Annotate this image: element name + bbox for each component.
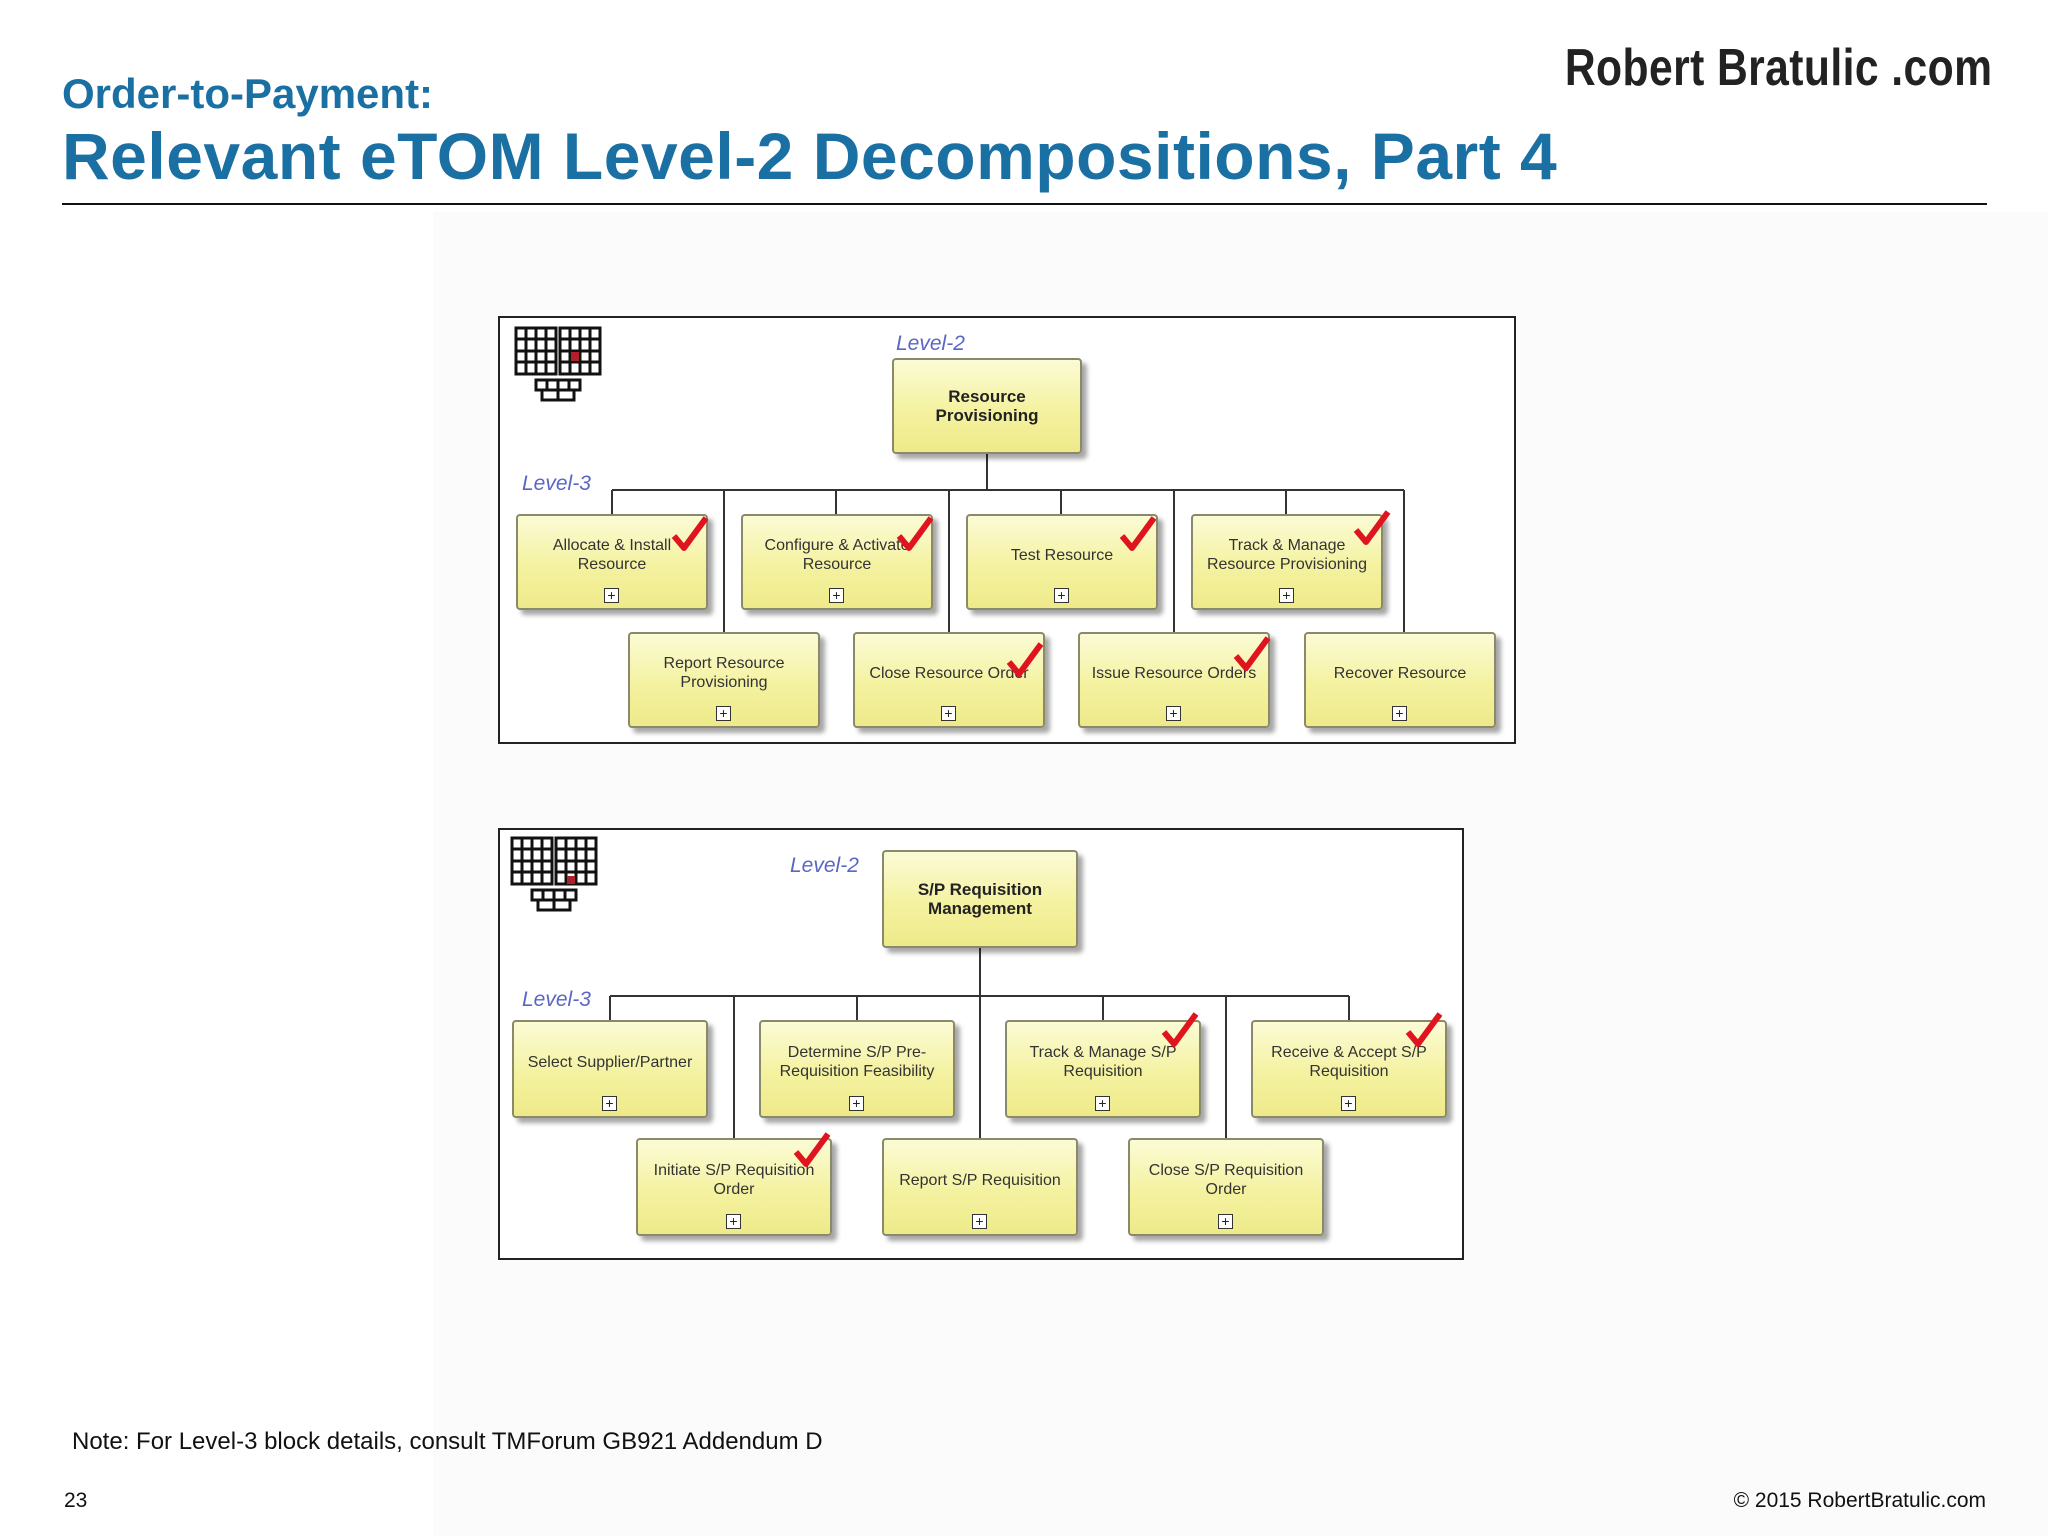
process-label: Configure & Activate Resource	[764, 537, 910, 573]
expand-icon[interactable]: +	[829, 588, 844, 603]
root-process-label: Resource Provisioning	[935, 387, 1039, 425]
process-box[interactable]: Determine S/P Pre-Requisition Feasibilit…	[759, 1020, 955, 1118]
checkmark-icon	[671, 516, 709, 551]
expand-icon[interactable]: +	[1218, 1214, 1233, 1229]
process-box[interactable]: Select Supplier/Partner +	[512, 1020, 708, 1118]
checkmark-icon	[1353, 510, 1391, 545]
root-process-box[interactable]: Resource Provisioning	[892, 358, 1082, 454]
process-label: Allocate & Install Resource	[552, 537, 672, 573]
process-label: Test Resource	[1010, 546, 1114, 564]
slide-title: Relevant eTOM Level-2 Decompositions, Pa…	[62, 119, 1558, 193]
level-3-label: Level-3	[522, 472, 591, 495]
footnote: Note: For Level-3 block details, consult…	[72, 1428, 823, 1455]
checkmark-icon	[1119, 516, 1157, 551]
process-label: Initiate S/P Requisition Order	[653, 1162, 815, 1198]
process-box[interactable]: Test Resource +	[966, 514, 1158, 610]
root-process-box[interactable]: S/P Requisition Management	[882, 850, 1078, 948]
checkmark-icon	[1233, 636, 1271, 671]
page-number: 23	[64, 1489, 88, 1512]
process-box[interactable]: Recover Resource +	[1304, 632, 1496, 728]
diagram-resource-provisioning: Level-2 Level-3 Resource Provisioning Al…	[498, 316, 1516, 744]
expand-icon[interactable]: +	[726, 1214, 741, 1229]
diagram-sp-requisition-management: Level-2 Level-3 S/P Requisition Manageme…	[498, 828, 1464, 1260]
connector-lines	[609, 948, 1350, 1138]
expand-icon[interactable]: +	[1341, 1096, 1356, 1111]
etom-grid-icon	[510, 836, 598, 912]
process-label: Receive & Accept S/P Requisition	[1271, 1044, 1427, 1080]
process-label: Track & Manage Resource Provisioning	[1206, 537, 1368, 573]
level-3-label: Level-3	[522, 988, 591, 1011]
expand-icon[interactable]: +	[604, 588, 619, 603]
process-box[interactable]: Close Resource Order +	[853, 632, 1045, 728]
process-label: Determine S/P Pre-Requisition Feasibilit…	[779, 1044, 935, 1080]
process-box[interactable]: Report S/P Requisition +	[882, 1138, 1078, 1236]
process-label: Close S/P Requisition Order	[1148, 1162, 1304, 1198]
expand-icon[interactable]: +	[849, 1096, 864, 1111]
expand-icon[interactable]: +	[716, 706, 731, 721]
process-box[interactable]: Track & Manage Resource Provisioning +	[1191, 514, 1383, 610]
expand-icon[interactable]: +	[1279, 588, 1294, 603]
checkmark-icon	[1405, 1012, 1443, 1047]
expand-icon[interactable]: +	[972, 1214, 987, 1229]
process-label: Select Supplier/Partner	[527, 1053, 693, 1071]
checkmark-icon	[896, 516, 934, 551]
process-box[interactable]: Allocate & Install Resource +	[516, 514, 708, 610]
process-label: Report S/P Requisition	[899, 1171, 1061, 1189]
process-label: Issue Resource Orders	[1091, 664, 1257, 682]
expand-icon[interactable]: +	[1095, 1096, 1110, 1111]
level-2-label: Level-2	[790, 854, 859, 877]
process-label: Track & Manage S/P Requisition	[1029, 1044, 1177, 1080]
expand-icon[interactable]: +	[1054, 588, 1069, 603]
slide-subtitle: Order-to-Payment:	[62, 70, 434, 117]
checkmark-icon	[793, 1132, 831, 1167]
process-box[interactable]: Configure & Activate Resource +	[741, 514, 933, 610]
process-box[interactable]: Track & Manage S/P Requisition +	[1005, 1020, 1201, 1118]
process-box[interactable]: Report Resource Provisioning +	[628, 632, 820, 728]
process-box[interactable]: Issue Resource Orders +	[1078, 632, 1270, 728]
level-2-label: Level-2	[896, 332, 965, 355]
process-label: Close Resource Order	[869, 664, 1029, 682]
process-label: Report Resource Provisioning	[663, 655, 785, 691]
checkmark-icon	[1161, 1012, 1199, 1047]
root-process-label: S/P Requisition Management	[917, 880, 1043, 918]
expand-icon[interactable]: +	[602, 1096, 617, 1111]
title-divider	[62, 203, 1987, 205]
process-label: Recover Resource	[1333, 664, 1467, 682]
expand-icon[interactable]: +	[1392, 706, 1407, 721]
connector-lines	[611, 454, 1405, 632]
etom-grid-icon	[514, 326, 602, 402]
process-box[interactable]: Receive & Accept S/P Requisition +	[1251, 1020, 1447, 1118]
expand-icon[interactable]: +	[1166, 706, 1181, 721]
brand-logo: Robert Bratulic .com	[1564, 39, 1992, 97]
process-box[interactable]: Close S/P Requisition Order +	[1128, 1138, 1324, 1236]
expand-icon[interactable]: +	[941, 706, 956, 721]
checkmark-icon	[1006, 642, 1044, 677]
copyright-notice: © 2015 RobertBratulic.com	[1733, 1489, 1986, 1512]
